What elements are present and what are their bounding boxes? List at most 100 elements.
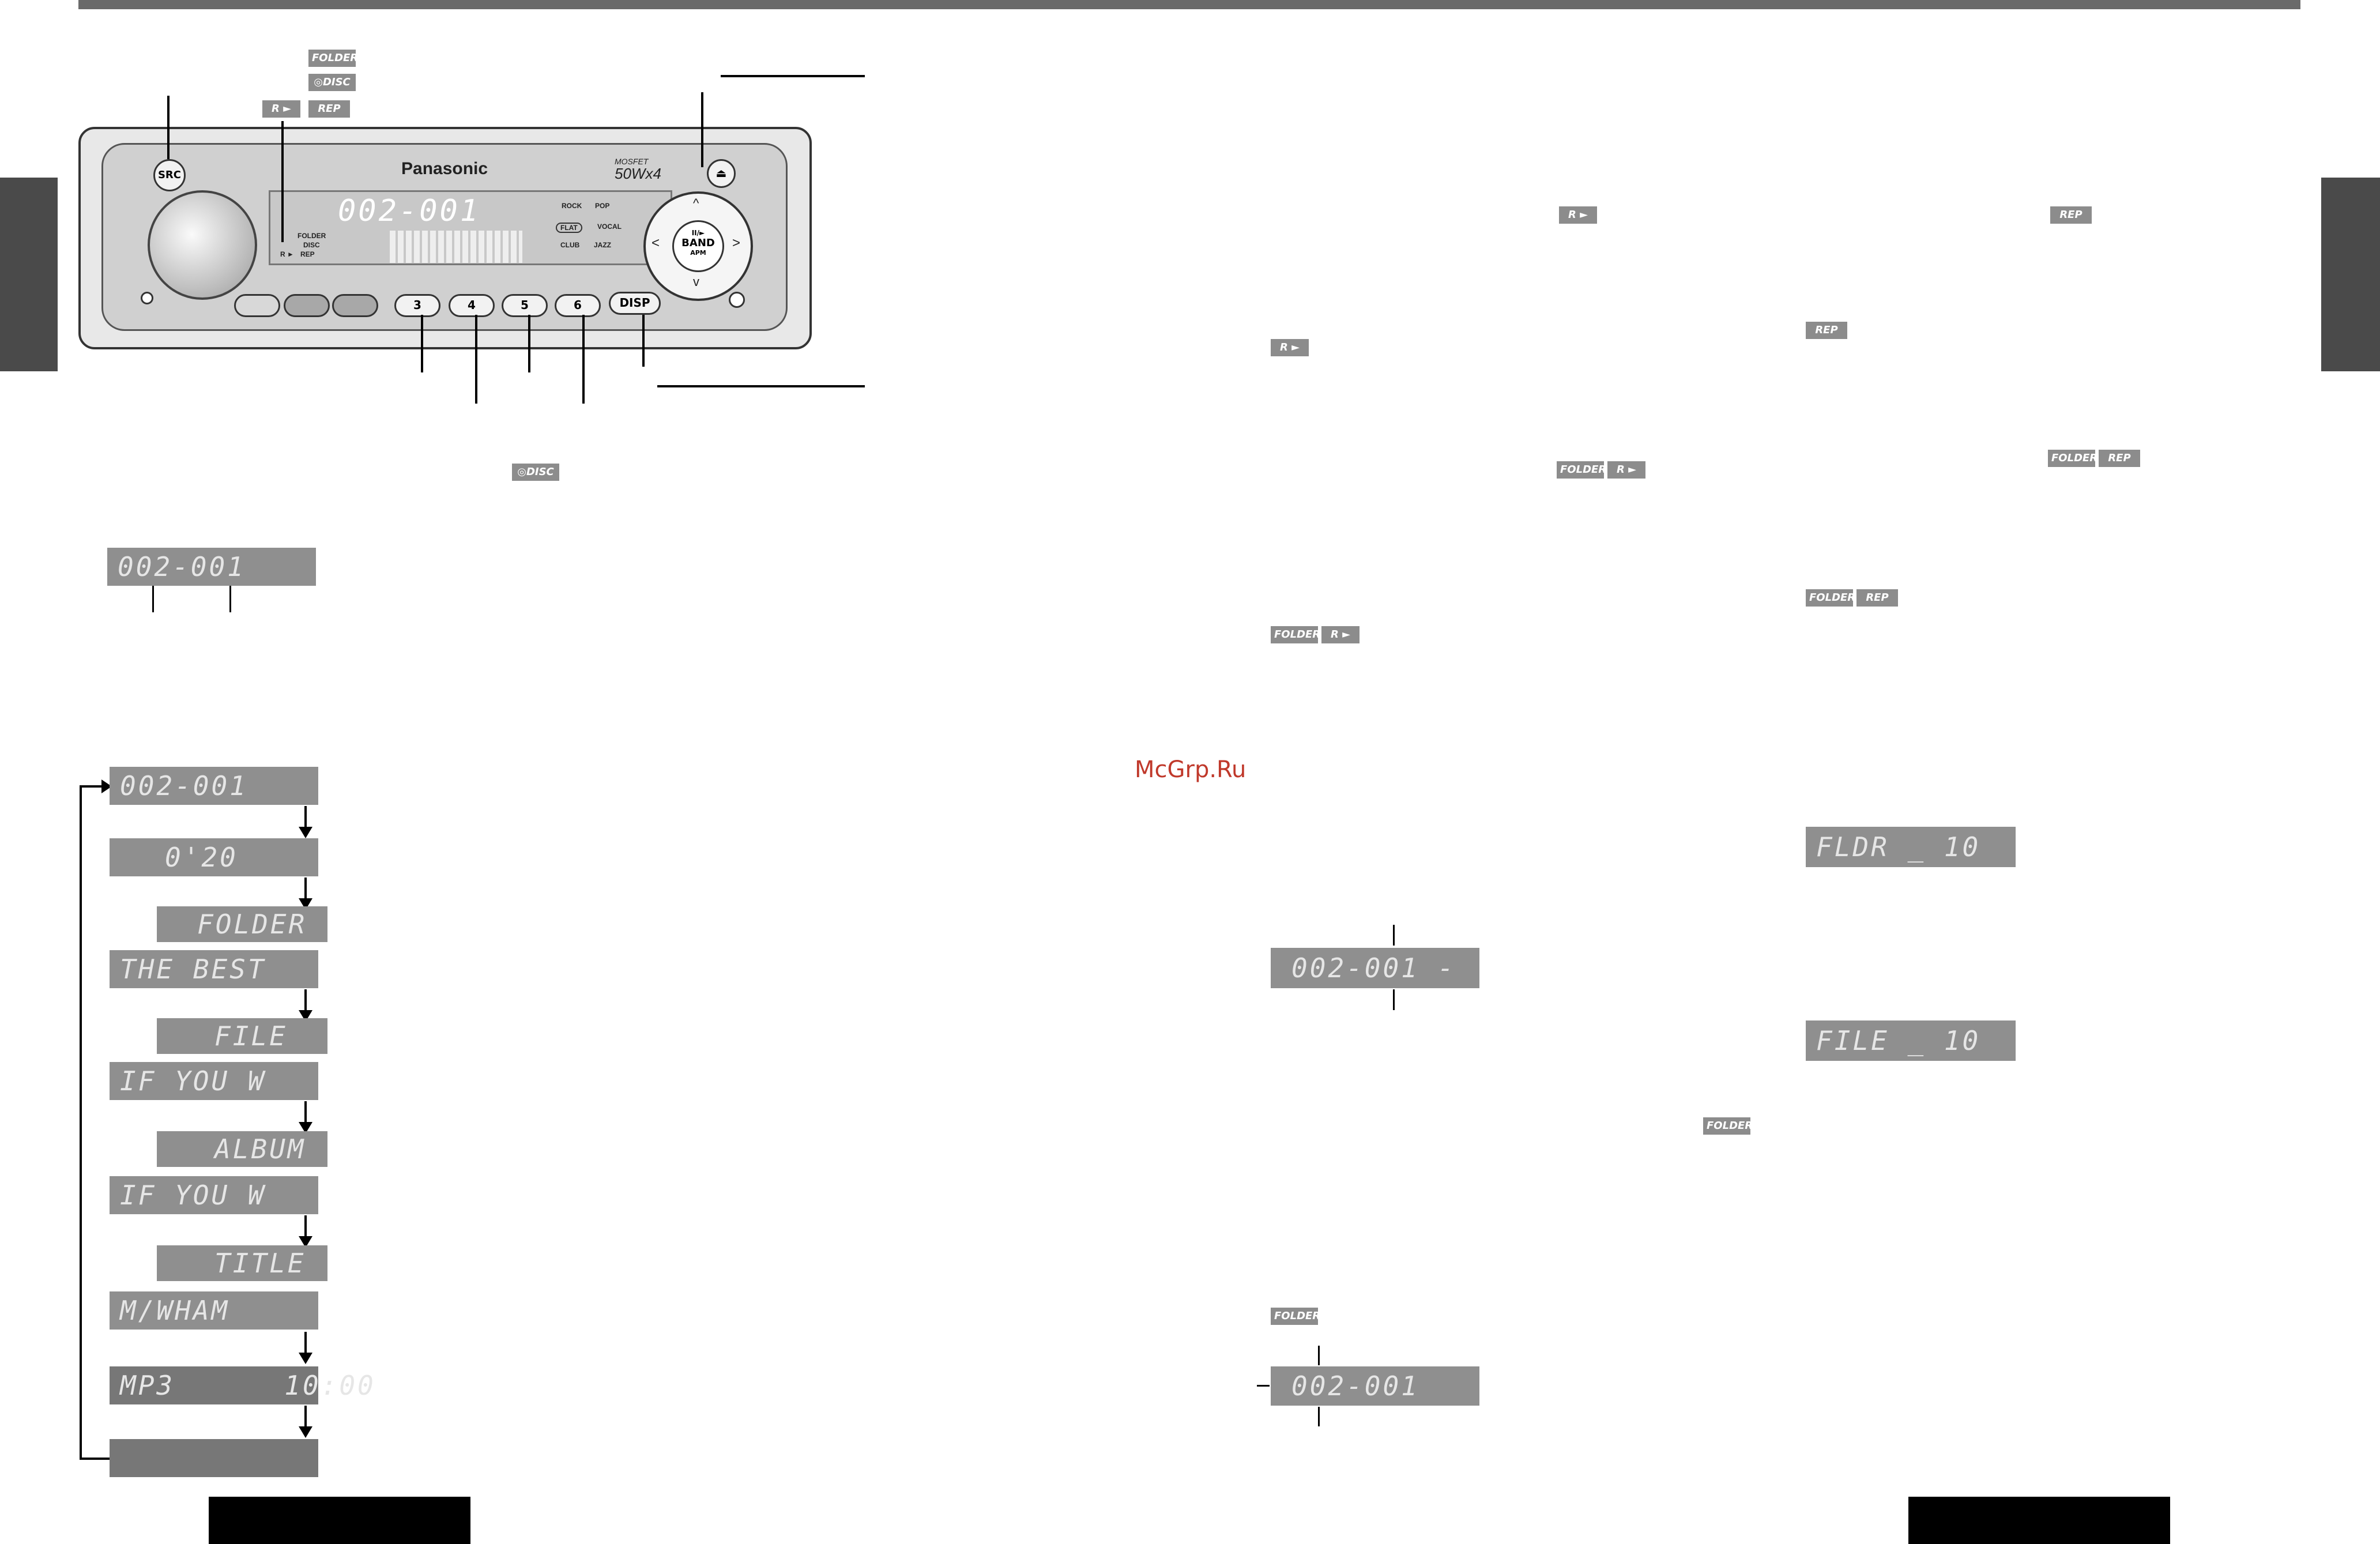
flow-arrow-2: [299, 878, 312, 910]
rep-tag-right-3: REP: [2099, 450, 2140, 467]
eq-vocal: VOCAL: [597, 223, 622, 231]
flow-arrow-5: [299, 1215, 312, 1248]
flow-step-5: FILE: [157, 1018, 327, 1054]
flow-return-line-bottom: [80, 1458, 112, 1460]
flow-arrow-4: [299, 1101, 312, 1133]
rep-tag: REP: [308, 100, 350, 118]
top-rule: [78, 0, 2300, 9]
dial-prev-icon[interactable]: <: [652, 235, 660, 251]
page-number-box-right: [1908, 1497, 2170, 1544]
eq-flat: FLAT: [556, 223, 582, 233]
callout-src: [167, 96, 170, 159]
folder-tag-mid-1: FOLDER: [1557, 461, 1606, 479]
right-side-tab: [2321, 178, 2380, 371]
volume-knob[interactable]: [148, 190, 257, 300]
flow-step-7: ALBUM: [157, 1131, 327, 1167]
main-lcd-display: 002-001: [107, 548, 316, 586]
callout-p6: [582, 315, 585, 404]
folder-tag-mid-3: FOLDER: [1703, 1117, 1753, 1135]
dial-next-icon[interactable]: >: [732, 235, 741, 251]
random-tag-mid-1: R ►: [1559, 206, 1597, 224]
main-lcd-callout-2: [229, 586, 231, 612]
eq-jazz: JAZZ: [594, 241, 611, 249]
band-button[interactable]: II/► BAND APM: [672, 220, 724, 272]
rep-tag-right-1: REP: [2050, 206, 2092, 224]
power-badge: 50Wx4: [615, 165, 661, 182]
blink-ray-1b: [1393, 989, 1395, 1010]
random-tag-mid-3: R ►: [1607, 461, 1645, 479]
rep-tag-right-2: REP: [1806, 322, 1847, 339]
preset-1-button[interactable]: [234, 294, 280, 317]
flow-step-8: IF YOU W: [110, 1176, 318, 1214]
eject-button[interactable]: ⏏: [707, 159, 736, 188]
disc-tag-2: ◎DISC: [512, 464, 559, 481]
dial-down-icon[interactable]: v: [693, 274, 699, 289]
preset-2b-button[interactable]: [332, 294, 378, 317]
blink-ray-2c: [1257, 1385, 1270, 1387]
callout-p4: [475, 315, 477, 404]
blink-ray-2a: [1318, 1346, 1320, 1365]
blink-ray-2b: [1318, 1407, 1320, 1426]
rep-tag-right-4: REP: [1856, 589, 1898, 607]
flow-return-line-v: [80, 786, 82, 1459]
flow-step-3: FOLDER: [157, 906, 327, 942]
flow-step-2: 0'20: [110, 838, 318, 876]
device-lcd-readout: 002-001: [338, 194, 481, 228]
flow-return-line-top: [80, 785, 103, 788]
flow-step-10: M/WHAM: [110, 1291, 318, 1330]
blink-ray-1a: [1393, 925, 1395, 946]
mosfet-label: MOSFET: [615, 157, 649, 166]
folder-tag-right-1: FOLDER: [2048, 450, 2097, 467]
flow-arrow-7: [299, 1406, 312, 1438]
preset-4-button[interactable]: 4: [449, 294, 495, 317]
apm-label: APM: [690, 249, 706, 257]
flow-arrow-3: [299, 989, 312, 1022]
watermark: McGrp.Ru: [1135, 756, 1247, 783]
flow-arrow-6: [299, 1332, 312, 1364]
disp-button[interactable]: DISP: [609, 292, 661, 315]
left-side-tab: [0, 178, 58, 371]
folder-tag-right-2: FOLDER: [1806, 589, 1855, 607]
flow-step-1: 002-001: [110, 767, 318, 805]
flow-arrow-1: [299, 806, 312, 838]
dial-up-icon[interactable]: ^: [693, 196, 699, 210]
preset-2-button[interactable]: [284, 294, 330, 317]
reset-button[interactable]: [141, 292, 153, 304]
disc-tag: ◎DISC: [308, 74, 356, 91]
blink-display-2: 002-001: [1271, 1366, 1479, 1406]
flow-step-11: MP3 10:00: [110, 1366, 374, 1404]
callout-disp-v: [642, 315, 645, 367]
flow-step-4: THE BEST: [110, 950, 318, 988]
lcd-rep-indicator: REP: [300, 250, 315, 258]
random-tag-mid-2: R ►: [1271, 339, 1309, 356]
page-number-box-left: [209, 1497, 470, 1544]
flow-return-arrowhead: [101, 779, 112, 793]
flow-step-12: [110, 1439, 318, 1477]
flow-step-9: TITLE: [157, 1245, 327, 1281]
src-button[interactable]: SRC: [153, 159, 186, 191]
eq-rock: ROCK: [562, 202, 582, 210]
callout-disp-h: [657, 385, 865, 387]
preset-3-button[interactable]: 3: [394, 294, 440, 317]
lcd-random-indicator: R ►: [280, 250, 294, 258]
eq-club: CLUB: [560, 241, 580, 249]
car-stereo-illustration: SRC Panasonic MOSFET 50Wx4 ⏏ 002-001 FOL…: [78, 127, 812, 349]
eject-icon: ⏏: [715, 166, 727, 180]
play-pause-label: II/►: [691, 229, 705, 237]
callout-p5: [528, 315, 530, 372]
callout-dial-top: [701, 92, 703, 167]
folder-tag-mid-4: FOLDER: [1271, 1308, 1320, 1325]
control-dial[interactable]: [643, 191, 753, 301]
blink-display-1: 002-001 -: [1271, 948, 1479, 988]
file-display: FILE _ 10: [1806, 1020, 2016, 1061]
brand-label: Panasonic: [401, 159, 488, 178]
random-tag: R ►: [262, 100, 300, 118]
lcd-folder-indicator: FOLDER: [298, 232, 326, 240]
fldr-display: FLDR _ 10: [1806, 827, 2016, 867]
flow-step-6: IF YOU W: [110, 1062, 318, 1100]
lock-button[interactable]: [729, 292, 745, 308]
eq-pop: POP: [595, 202, 610, 210]
preset-5-button[interactable]: 5: [502, 294, 548, 317]
callout-tags: [281, 121, 284, 242]
preset-6-button[interactable]: 6: [555, 294, 601, 317]
